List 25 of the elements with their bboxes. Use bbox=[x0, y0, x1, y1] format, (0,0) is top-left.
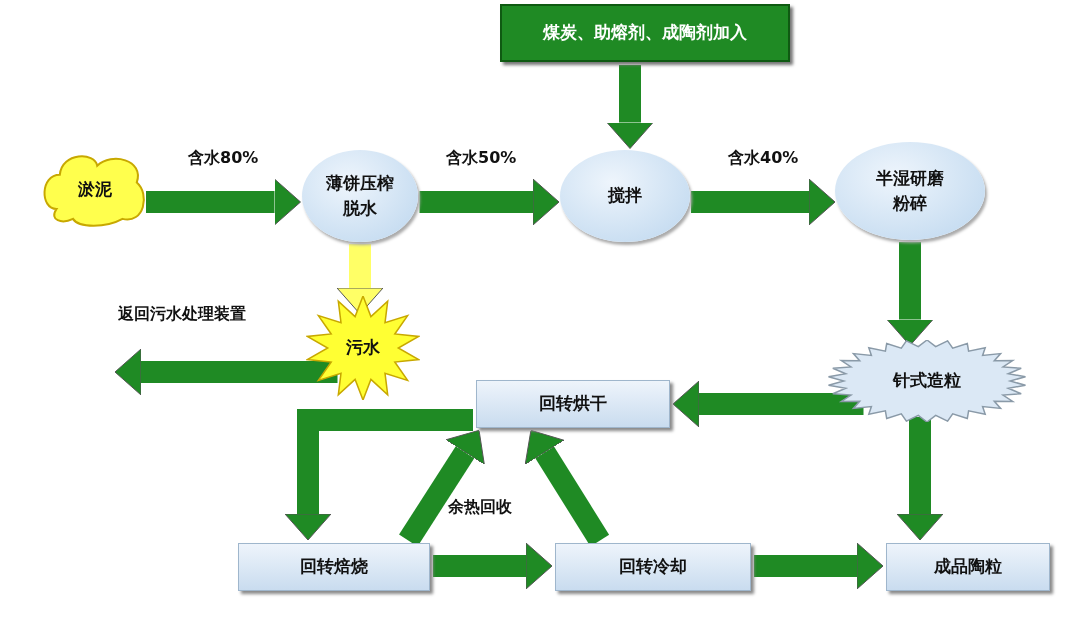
process-circle: 搅拌 bbox=[560, 150, 690, 242]
edge-label: 含水50% bbox=[446, 148, 517, 169]
edge-label: 含水80% bbox=[188, 148, 259, 169]
block-arrow bbox=[284, 409, 473, 541]
starburst-shape: 针式造粒 bbox=[828, 340, 1026, 422]
block-arrow bbox=[672, 380, 864, 428]
process-box: 回转烘干 bbox=[476, 380, 670, 428]
block-arrow bbox=[146, 178, 301, 226]
input-box: 煤炭、助熔剂、成陶剂加入 bbox=[500, 4, 790, 62]
block-arrow bbox=[419, 178, 560, 226]
block-arrow bbox=[433, 542, 553, 590]
annotation-text: 余热回收 bbox=[448, 497, 512, 518]
process-box: 成品陶粒 bbox=[886, 543, 1050, 591]
edge-label: 返回污水处理装置 bbox=[118, 304, 246, 325]
process-box: 回转冷却 bbox=[555, 543, 751, 591]
block-arrow bbox=[691, 178, 836, 226]
block-arrow bbox=[114, 348, 338, 396]
process-circle: 半湿研磨粉碎 bbox=[835, 142, 985, 240]
block-arrow bbox=[606, 65, 654, 149]
edge-label: 含水40% bbox=[728, 148, 799, 169]
block-arrow bbox=[754, 542, 884, 590]
process-circle: 薄饼压榨脱水 bbox=[302, 150, 418, 242]
block-arrow bbox=[886, 242, 934, 346]
process-box: 回转焙烧 bbox=[238, 543, 430, 591]
starburst-shape: 污水 bbox=[306, 296, 420, 400]
